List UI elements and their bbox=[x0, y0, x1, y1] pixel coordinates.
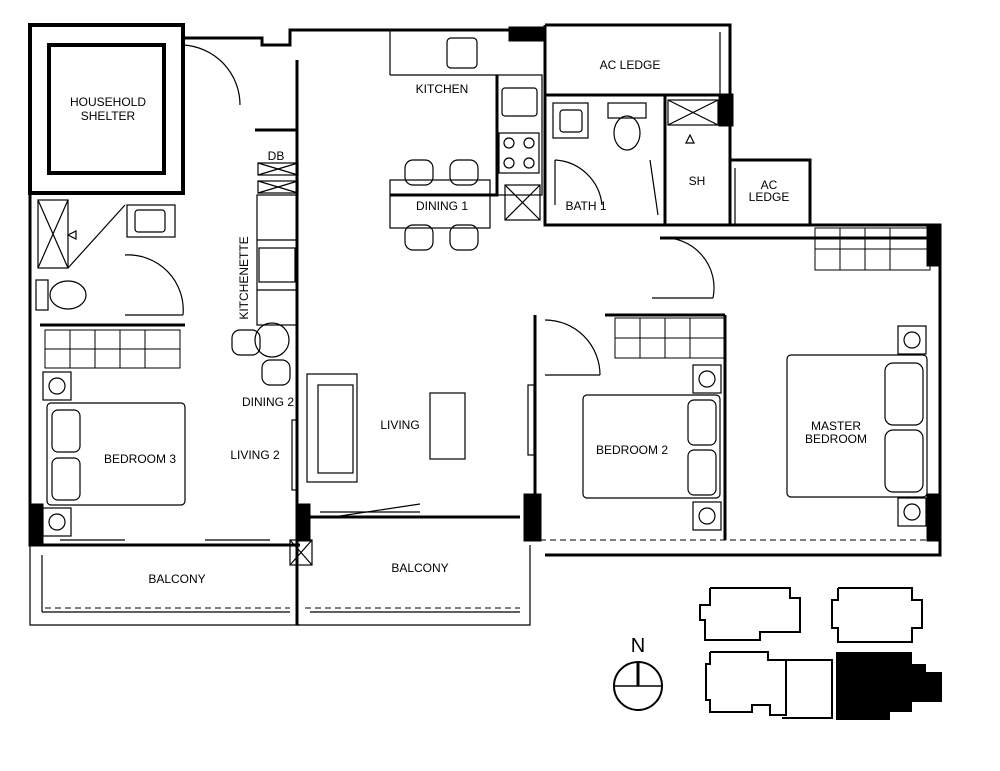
label-ac-ledge-2-line2: LEDGE bbox=[749, 190, 790, 204]
label-kitchen: KITCHEN bbox=[416, 82, 469, 96]
shelter-label-line1: HOUSEHOLD bbox=[70, 95, 146, 109]
label-balcony-1: BALCONY bbox=[148, 572, 205, 586]
label-kitchenette: KITCHENETTE bbox=[237, 236, 251, 319]
label-dining-2: DINING 2 bbox=[242, 395, 294, 409]
label-sh: SH bbox=[689, 174, 706, 188]
shelter-label-line2: SHELTER bbox=[81, 109, 136, 123]
household-shelter: HOUSEHOLD SHELTER bbox=[28, 23, 185, 195]
compass-north-label: N bbox=[631, 635, 645, 657]
label-bath-1: BATH 1 bbox=[565, 199, 606, 213]
label-bedroom-2: BEDROOM 2 bbox=[596, 443, 668, 457]
label-master-bedroom-line2: BEDROOM bbox=[805, 432, 867, 446]
room-labels: DB KITCHEN AC LEDGE DINING 1 BATH 1 SH A… bbox=[104, 58, 867, 586]
key-plan bbox=[699, 587, 942, 720]
highlighted-unit bbox=[836, 652, 942, 720]
label-balcony-2: BALCONY bbox=[391, 561, 448, 575]
label-master-bedroom-line1: MASTER bbox=[811, 419, 861, 433]
label-living-2: LIVING 2 bbox=[230, 448, 280, 462]
north-compass: N bbox=[613, 635, 663, 711]
label-dining-1: DINING 1 bbox=[416, 199, 468, 213]
label-ac-ledge-2-line1: AC bbox=[761, 178, 778, 192]
label-db: DB bbox=[268, 149, 285, 163]
label-bedroom-3: BEDROOM 3 bbox=[104, 452, 176, 466]
shelter-door bbox=[182, 44, 241, 158]
label-living: LIVING bbox=[380, 418, 419, 432]
walls bbox=[28, 23, 942, 626]
furniture bbox=[42, 159, 931, 537]
label-ac-ledge-1: AC LEDGE bbox=[600, 58, 661, 72]
